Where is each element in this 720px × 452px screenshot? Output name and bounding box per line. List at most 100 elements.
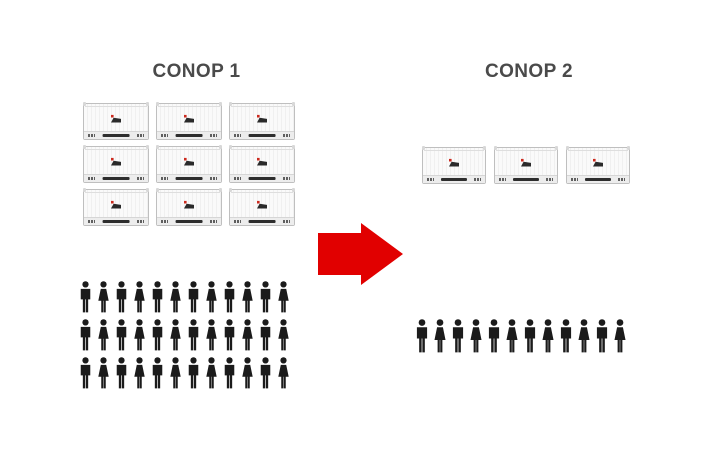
trailer-wheels-right <box>137 134 144 137</box>
trailer-wheels-left <box>427 178 434 181</box>
man-pictogram-icon <box>416 319 428 353</box>
conop1-people-grid <box>78 280 291 390</box>
container-logo-icon <box>184 200 194 209</box>
container-logo-icon <box>184 114 194 123</box>
woman-pictogram-icon <box>206 357 217 389</box>
woman-pictogram-icon <box>614 319 626 353</box>
man-pictogram-icon <box>260 281 271 313</box>
trailer-wheels-left <box>571 178 578 181</box>
trailer-skirt-bar <box>102 177 130 180</box>
cargo-container-trailer-icon <box>566 146 630 184</box>
man-pictogram-icon <box>152 319 163 351</box>
cargo-container-trailer-icon <box>229 145 295 183</box>
cargo-container-trailer-icon <box>156 102 222 140</box>
container-corner-post <box>566 146 569 150</box>
woman-pictogram-icon <box>242 319 253 351</box>
man-pictogram-icon <box>260 319 271 351</box>
woman-pictogram-icon <box>242 357 253 389</box>
cargo-container-trailer-icon <box>156 145 222 183</box>
right-arrow-icon <box>318 223 403 285</box>
trailer-chassis <box>495 175 557 183</box>
man-pictogram-icon <box>260 357 271 389</box>
trailer-chassis <box>157 131 221 139</box>
woman-pictogram-icon <box>506 319 518 353</box>
woman-pictogram-icon <box>170 357 181 389</box>
trailer-wheels-right <box>474 178 481 181</box>
man-pictogram-icon <box>224 281 235 313</box>
woman-pictogram-icon <box>98 319 109 351</box>
trailer-wheels-right <box>210 177 217 180</box>
container-corner-post <box>146 145 149 149</box>
woman-pictogram-icon <box>134 319 145 351</box>
man-pictogram-icon <box>80 357 91 389</box>
container-corner-post <box>292 145 295 149</box>
trailer-chassis <box>84 217 148 225</box>
woman-pictogram-icon <box>578 319 590 353</box>
container-logo-icon <box>449 158 459 167</box>
man-pictogram-icon <box>560 319 572 353</box>
woman-pictogram-icon <box>134 357 145 389</box>
woman-pictogram-icon <box>278 357 289 389</box>
woman-pictogram-icon <box>206 281 217 313</box>
container-corner-post <box>156 145 159 149</box>
trailer-chassis <box>157 217 221 225</box>
woman-pictogram-icon <box>278 281 289 313</box>
container-logo-icon <box>257 157 267 166</box>
trailer-skirt-bar <box>248 134 276 137</box>
cargo-container-trailer-icon <box>494 146 558 184</box>
trailer-wheels-left <box>161 134 168 137</box>
trailer-wheels-right <box>546 178 553 181</box>
trailer-skirt-bar <box>440 178 468 181</box>
trailer-skirt-bar <box>248 177 276 180</box>
container-corner-post <box>422 146 425 150</box>
conop2-title: CONOP 2 <box>485 61 573 82</box>
container-corner-post <box>83 102 86 106</box>
woman-pictogram-icon <box>98 281 109 313</box>
trailer-chassis <box>84 131 148 139</box>
man-pictogram-icon <box>116 281 127 313</box>
container-corner-post <box>156 102 159 106</box>
trailer-wheels-left <box>234 134 241 137</box>
man-pictogram-icon <box>116 319 127 351</box>
trailer-wheels-left <box>88 134 95 137</box>
man-pictogram-icon <box>188 357 199 389</box>
trailer-wheels-left <box>161 177 168 180</box>
container-logo-icon <box>593 158 603 167</box>
woman-pictogram-icon <box>170 281 181 313</box>
man-pictogram-icon <box>224 357 235 389</box>
trailer-chassis <box>423 175 485 183</box>
man-pictogram-icon <box>152 281 163 313</box>
trailer-wheels-right <box>283 220 290 223</box>
container-corner-post <box>83 145 86 149</box>
trailer-wheels-right <box>210 220 217 223</box>
cargo-container-trailer-icon <box>422 146 486 184</box>
trailer-chassis <box>230 174 294 182</box>
woman-pictogram-icon <box>98 357 109 389</box>
man-pictogram-icon <box>152 357 163 389</box>
trailer-skirt-bar <box>175 134 203 137</box>
conop1-container-grid <box>83 102 295 226</box>
container-corner-post <box>219 188 222 192</box>
conop2-container-grid <box>422 146 630 184</box>
container-corner-post <box>229 145 232 149</box>
man-pictogram-icon <box>488 319 500 353</box>
container-corner-post <box>292 188 295 192</box>
container-logo-icon <box>184 157 194 166</box>
container-corner-post <box>292 102 295 106</box>
container-corner-post <box>494 146 497 150</box>
man-pictogram-icon <box>452 319 464 353</box>
container-corner-post <box>219 102 222 106</box>
woman-pictogram-icon <box>242 281 253 313</box>
trailer-chassis <box>230 217 294 225</box>
cargo-container-trailer-icon <box>83 188 149 226</box>
trailer-wheels-right <box>210 134 217 137</box>
man-pictogram-icon <box>80 281 91 313</box>
trailer-skirt-bar <box>102 134 130 137</box>
woman-pictogram-icon <box>170 319 181 351</box>
container-corner-post <box>229 188 232 192</box>
trailer-wheels-left <box>234 220 241 223</box>
conop2-people-grid <box>414 317 628 355</box>
container-logo-icon <box>111 200 121 209</box>
man-pictogram-icon <box>224 319 235 351</box>
